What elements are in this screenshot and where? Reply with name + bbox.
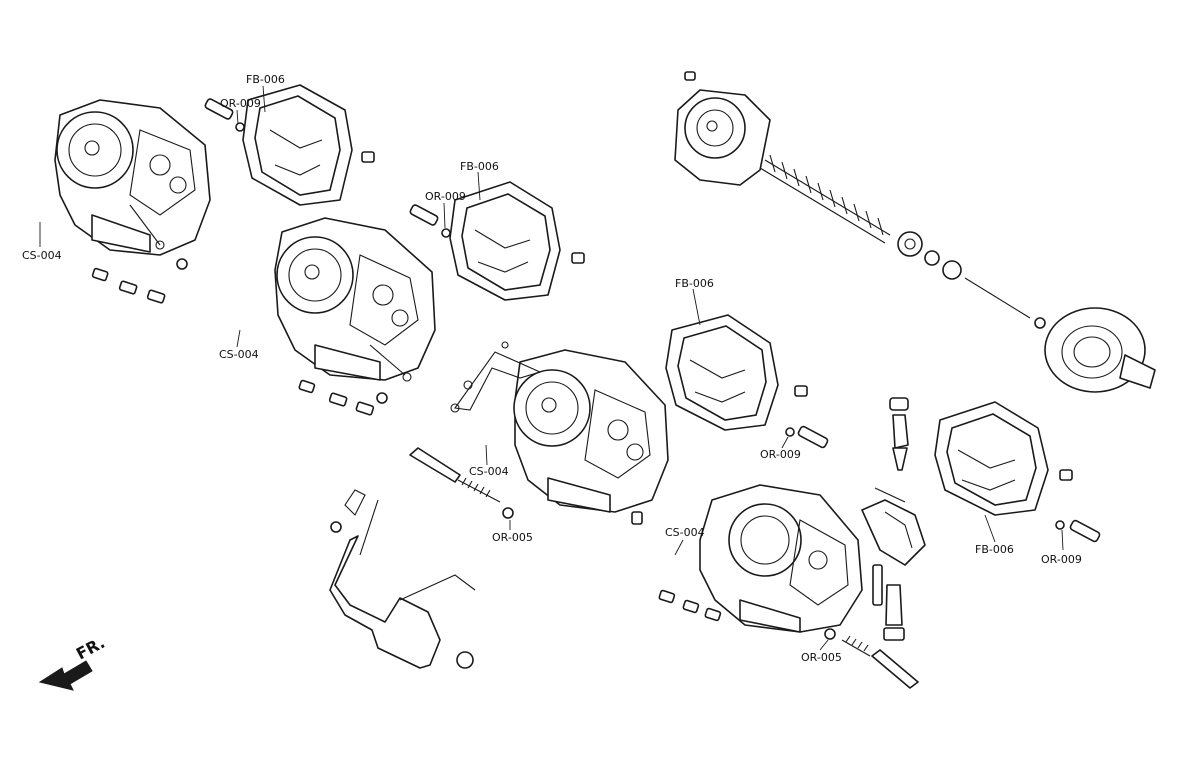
label-fb006-a: FB-006	[246, 73, 285, 86]
float-bowl-2	[449, 181, 585, 301]
carburetor-body-1	[54, 99, 211, 256]
label-cs004-b: CS-004	[219, 348, 259, 361]
vacuum-piston	[1044, 307, 1156, 393]
label-or009-c: OR-009	[760, 448, 801, 461]
label-or009-d: OR-009	[1041, 553, 1082, 566]
screw-parts-1	[91, 258, 188, 304]
label-or005-a: OR-005	[492, 531, 533, 544]
or009-screw-3	[785, 425, 829, 449]
label-cs004-d: CS-004	[665, 526, 705, 539]
pilot-screw-3	[409, 447, 514, 519]
carburetor-body-2	[274, 217, 436, 382]
or009-screw-4	[1055, 519, 1101, 543]
float-bowl-1	[242, 84, 375, 206]
label-or009-a: OR-009	[220, 97, 261, 110]
front-direction-arrow	[38, 660, 93, 691]
needle-jet-parts	[897, 231, 1046, 329]
label-or005-b: OR-005	[801, 651, 842, 664]
piston-spring	[759, 154, 891, 244]
pilot-screw-4	[824, 628, 919, 689]
label-cs004-c: CS-004	[469, 465, 509, 478]
carburetor-body-4	[699, 484, 863, 633]
float-and-jets	[861, 397, 926, 641]
link-bracket	[450, 341, 542, 413]
screw-parts-4	[658, 589, 722, 622]
leader-lines	[39, 85, 1064, 651]
label-fb006-b: FB-006	[460, 160, 499, 173]
top-cover	[674, 71, 771, 186]
float-bowl-4	[934, 401, 1073, 516]
throttle-linkage	[329, 489, 476, 669]
label-cs004-a: CS-004	[22, 249, 62, 262]
label-or009-b: OR-009	[425, 190, 466, 203]
carburetor-body-3	[513, 349, 669, 525]
label-fb006-c: FB-006	[675, 277, 714, 290]
or009-screw-1	[204, 98, 245, 132]
label-fb006-d: FB-006	[975, 543, 1014, 556]
screw-parts-2	[298, 379, 388, 416]
front-direction-label: FR.	[73, 633, 108, 664]
float-bowl-3	[665, 314, 808, 431]
or009-screw-2	[409, 204, 451, 238]
